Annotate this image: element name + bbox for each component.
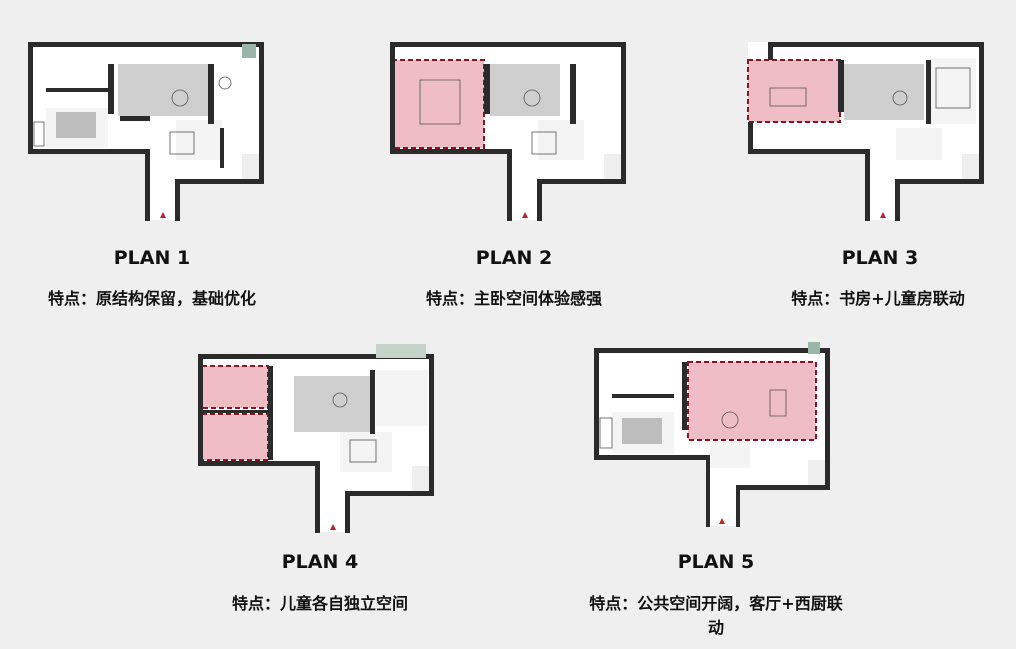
floor-plan-3 [740, 28, 990, 223]
floor-plan-2 [382, 28, 632, 223]
plan-3-title: PLAN 3 [841, 247, 919, 269]
plan-1-title: PLAN 1 [113, 247, 191, 269]
plan-1-feature: 特点：原结构保留，基础优化 [47, 289, 256, 308]
floor-plan-1-drawing [28, 42, 264, 221]
highlight-living-kitchen [687, 361, 817, 441]
highlight-kids-room-1 [201, 365, 269, 409]
floor-plan-4-drawing [198, 344, 434, 533]
highlight-study-kids-room [747, 59, 841, 123]
plan-2-feature: 特点：主卧空间体验感强 [425, 289, 602, 308]
floor-plan-5 [586, 334, 836, 529]
floor-plan-3-drawing [747, 42, 984, 221]
plan-5-title: PLAN 5 [677, 551, 755, 573]
highlight-master-bedroom [391, 59, 485, 149]
plan-4-title: PLAN 4 [281, 551, 359, 573]
plan-4-feature: 特点：儿童各自独立空间 [231, 594, 408, 613]
floor-plan-5-drawing [594, 342, 830, 527]
floor-plan-4 [190, 340, 440, 535]
plan-3-feature: 特点：书房+儿童房联动 [791, 289, 965, 308]
plan-5-feature: 特点：公共空间开阔，客厅+西厨联动 [589, 594, 843, 637]
highlight-kids-room-2 [201, 413, 269, 461]
floor-plan-1 [20, 28, 270, 223]
floor-plan-2-drawing [390, 42, 626, 221]
plan-2-title: PLAN 2 [475, 247, 553, 269]
